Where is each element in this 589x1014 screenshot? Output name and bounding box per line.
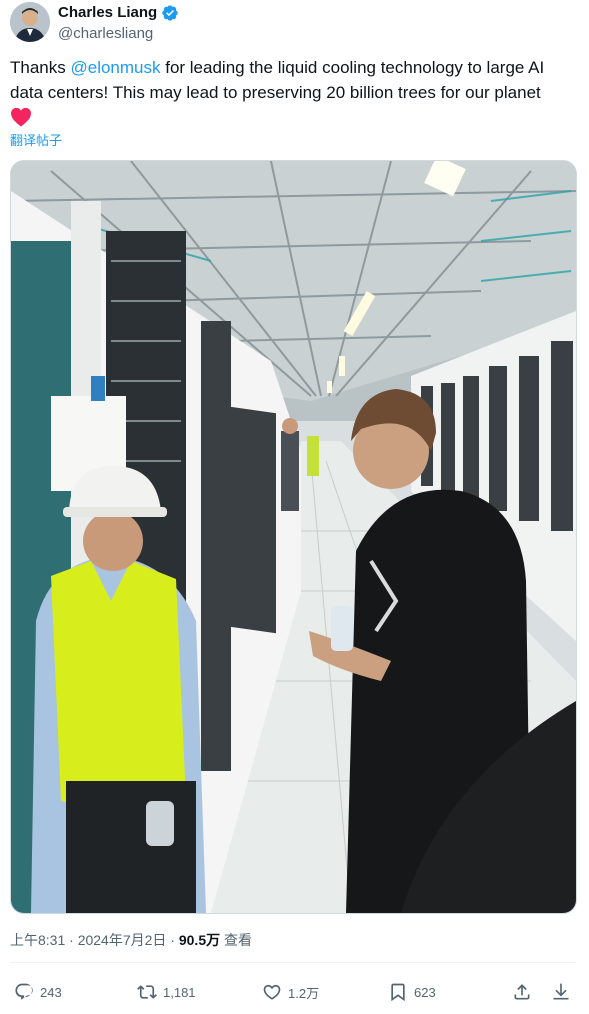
like-button[interactable]: 1.2万 bbox=[262, 982, 319, 1002]
tweet-photo[interactable] bbox=[10, 160, 577, 914]
tweet-text-end: for leading the liquid cooling technolog… bbox=[10, 58, 545, 102]
bookmark-icon bbox=[391, 983, 405, 1002]
heart-emoji-icon bbox=[10, 107, 575, 134]
timestamp[interactable]: 上午8:31 · 2024年7月2日 · bbox=[10, 932, 179, 948]
reply-button[interactable]: 243 bbox=[14, 982, 62, 1002]
like-count: 1.2万 bbox=[288, 985, 320, 1001]
bookmark-button[interactable]: 623 bbox=[388, 982, 436, 1002]
share-upload-icon bbox=[514, 984, 530, 1000]
divider bbox=[10, 962, 575, 963]
avatar[interactable] bbox=[10, 2, 50, 42]
like-heart-icon bbox=[263, 984, 281, 1000]
author-handle[interactable]: @charlesliang bbox=[58, 25, 154, 42]
tweet-text-start: Thanks bbox=[10, 58, 71, 77]
translate-link[interactable]: 翻译帖子 bbox=[10, 133, 63, 148]
reply-count: 243 bbox=[40, 984, 62, 1000]
views-label: 查看 bbox=[220, 932, 252, 948]
bookmark-count: 623 bbox=[414, 984, 436, 1000]
repost-count: 1,181 bbox=[163, 984, 196, 1000]
action-bar: 243 1,181 1.2万 623 bbox=[10, 978, 575, 1006]
reply-icon bbox=[15, 983, 33, 1000]
verified-badge-icon bbox=[162, 5, 178, 21]
repost-icon bbox=[137, 985, 157, 999]
repost-button[interactable]: 1,181 bbox=[137, 982, 196, 1002]
author-display-name[interactable]: Charles Liang bbox=[58, 4, 158, 21]
data-center-photo bbox=[11, 161, 576, 913]
tweet-meta: 上午8:31 · 2024年7月2日 · 90.5万 查看 bbox=[10, 930, 252, 950]
tweet-text: Thanks @elonmusk for leading the liquid … bbox=[10, 55, 575, 134]
views-count: 90.5万 bbox=[178, 932, 221, 948]
download-icon bbox=[553, 983, 569, 1000]
author-name-row[interactable]: Charles Liang bbox=[58, 4, 179, 22]
tweet-header: Charles Liang @charlesliang bbox=[10, 2, 580, 46]
download-button[interactable] bbox=[551, 982, 571, 1002]
share-button[interactable] bbox=[512, 982, 532, 1002]
mention-link[interactable]: @elonmusk bbox=[70, 58, 161, 77]
